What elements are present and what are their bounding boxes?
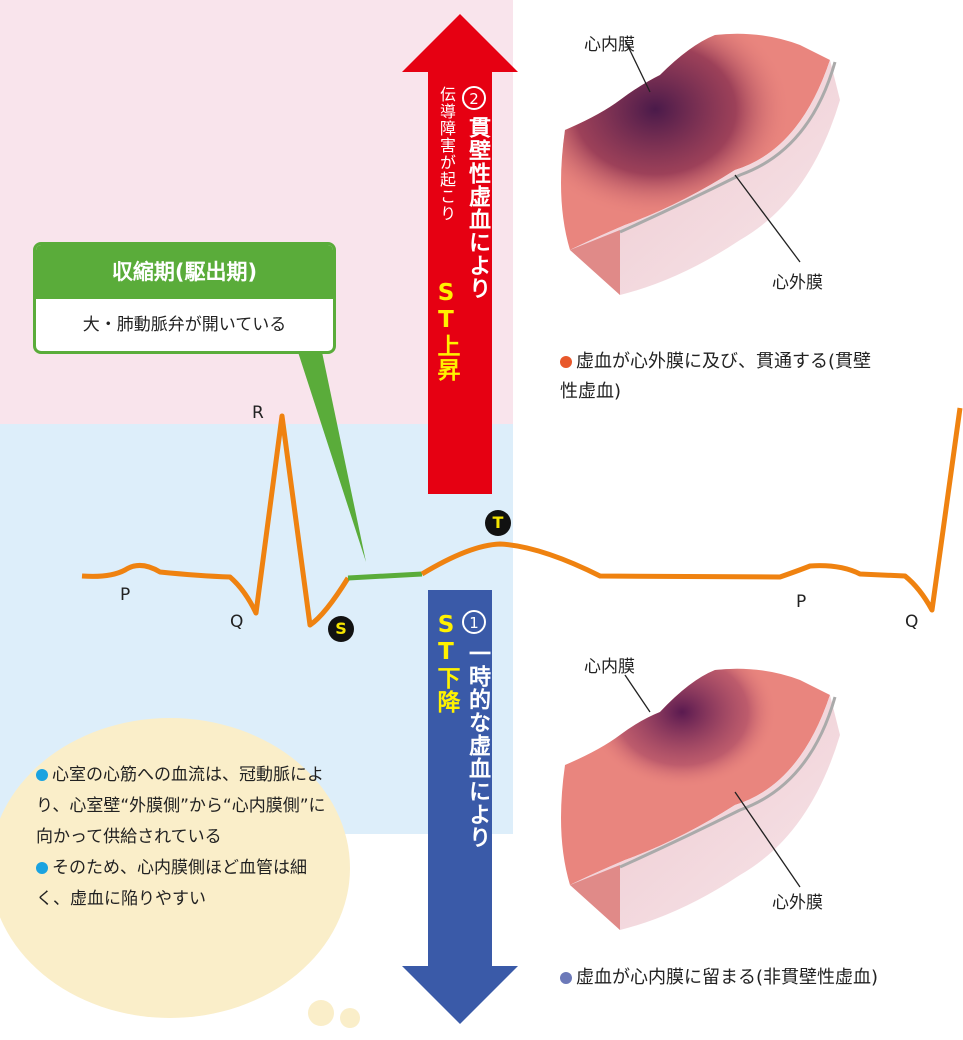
st-depression-arrow — [402, 590, 518, 1024]
systole-callout: 収縮期(駆出期) 大・肺動脈弁が開いている — [33, 242, 336, 354]
bottom-caption-text: 虚血が心内膜に留まる(非貫壁性虚血) — [576, 967, 879, 988]
bubble-item: 心室の心筋への血流は、冠動脈により、心室壁“外膜側”から“心内膜側”に向かって供… — [36, 765, 326, 847]
endocardium-label-bottom: 心内膜 — [584, 657, 635, 677]
up-arrow-number: 2 — [462, 86, 486, 110]
bullet-dot — [36, 769, 48, 781]
bubble-text: 心室の心筋への血流は、冠動脈により、心室壁“外膜側”から“心内膜側”に向かって供… — [36, 760, 336, 915]
bubble-item: そのため、心内膜側ほど血管は細く、虚血に陥りやすい — [36, 858, 307, 909]
bubble-tail-dot-small — [340, 1008, 360, 1028]
ecg-q-wave-label-2: Q — [905, 612, 919, 632]
bullet-dot — [560, 972, 572, 984]
top-caption: 虚血が心外膜に及び、貫通する(貫壁性虚血) — [560, 347, 885, 407]
endocardium-label-top: 心内膜 — [584, 35, 635, 55]
st-elevation-arrow — [402, 14, 518, 494]
bullet-dot — [560, 356, 572, 368]
ecg-s-wave-marker: S — [328, 616, 354, 642]
down-arrow-number: 1 — [462, 610, 486, 634]
epicardium-label-bottom: 心外膜 — [772, 893, 823, 913]
info-bubble — [0, 718, 350, 1018]
top-caption-text: 虚血が心外膜に及び、貫通する(貫壁性虚血) — [560, 351, 872, 402]
ecg-t-wave-marker: T — [485, 510, 511, 536]
callout-body: 大・肺動脈弁が開いている — [82, 315, 287, 335]
ecg-p-wave-label: P — [120, 585, 131, 605]
ecg-trace — [81, 407, 963, 628]
down-arrow-result: ST下降 — [433, 612, 459, 714]
ecg-r-wave-label: R — [252, 403, 264, 423]
up-arrow-line1: 伝導障害が起こり — [437, 86, 456, 222]
ecg-q-wave-label: Q — [230, 612, 244, 632]
epicardium-label-top: 心外膜 — [772, 273, 823, 293]
down-arrow-line1: 一時的な虚血により — [465, 642, 490, 849]
heart-wall-transmural — [561, 33, 840, 295]
up-arrow-line2: 貫壁性虚血により — [465, 116, 490, 300]
ecg-p-wave-label-2: P — [796, 592, 807, 612]
callout-title: 収縮期(駆出期) — [36, 245, 333, 299]
heart-wall-subendocardial — [561, 668, 840, 930]
bubble-tail-dot-large — [308, 1000, 334, 1026]
bullet-dot — [36, 862, 48, 874]
callout-pointer — [298, 352, 366, 562]
bottom-caption: 虚血が心内膜に留まる(非貫壁性虚血) — [560, 963, 885, 993]
up-arrow-result: ST上昇 — [433, 280, 459, 382]
